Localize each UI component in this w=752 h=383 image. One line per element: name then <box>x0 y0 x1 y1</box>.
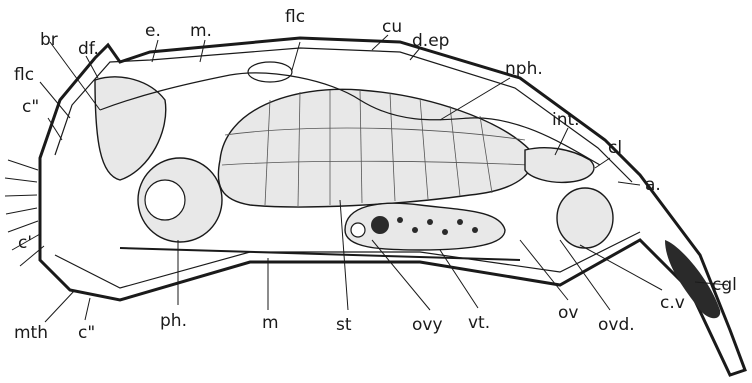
label-ov: ov <box>558 303 578 323</box>
label-c2-top: c" <box>22 97 39 117</box>
intestine <box>525 148 594 183</box>
label-cv: c.v <box>660 293 685 313</box>
label-cl: cl <box>608 138 622 158</box>
label-flc-left: flc <box>14 65 34 85</box>
label-br: br <box>40 30 58 50</box>
label-e: e. <box>145 21 161 41</box>
pharynx-inner <box>145 180 185 220</box>
label-nph: nph. <box>505 59 543 79</box>
label-ovy: ovy <box>412 315 443 335</box>
label-c2-bottom: c" <box>78 323 95 343</box>
label-ovd: ovd. <box>598 315 635 335</box>
label-int: int. <box>552 110 580 130</box>
label-flc-top: flc <box>285 7 305 27</box>
ovum <box>351 223 365 237</box>
label-cgl: cgl <box>712 275 737 295</box>
label-cu: cu <box>382 17 402 37</box>
ovary <box>345 203 505 250</box>
label-c1: c' <box>18 233 32 253</box>
label-m-bottom: m <box>262 313 279 333</box>
label-m-top: m. <box>190 21 212 41</box>
label-mth: mth <box>14 323 48 343</box>
label-st: st <box>336 315 352 335</box>
flame-cell-top <box>248 62 292 82</box>
label-ph: ph. <box>160 311 187 331</box>
label-vt: vt. <box>468 313 490 333</box>
contractile-vesicle <box>557 188 613 248</box>
label-dep: d.ep <box>412 31 449 51</box>
label-df: df. <box>78 39 99 59</box>
ventral-muscle <box>120 248 520 260</box>
label-a: a. <box>645 175 661 195</box>
